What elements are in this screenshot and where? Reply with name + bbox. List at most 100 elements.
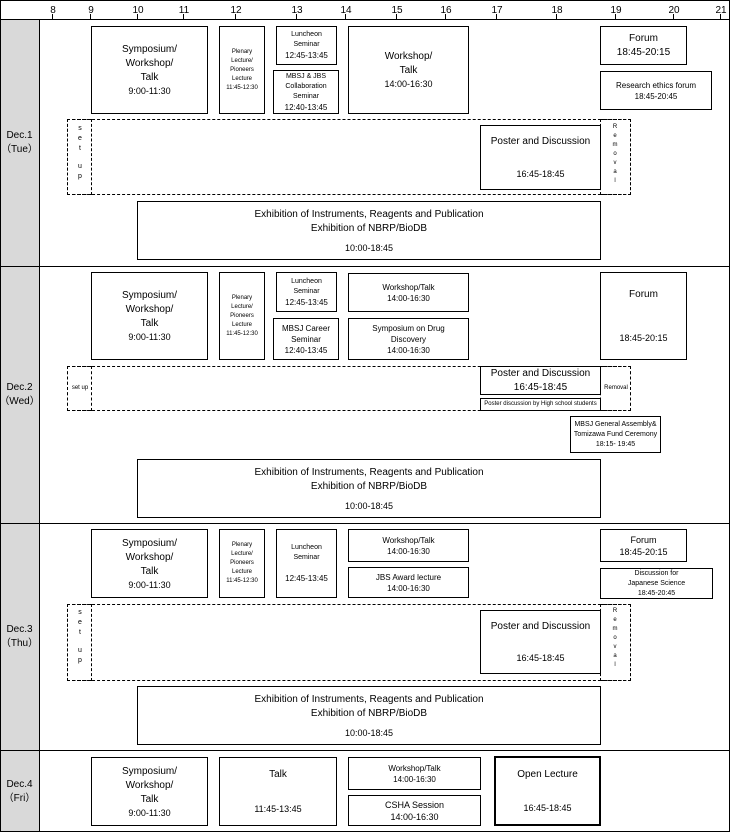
session-title: Talk <box>269 769 287 781</box>
session-plenary[interactable]: Plenary Lecture/ Pioneers Lecture 11:45-… <box>219 529 265 598</box>
session-time: 12:40-13:45 <box>284 345 328 355</box>
removal-char: l <box>614 178 616 184</box>
session-time: 11:45-12:30 <box>226 84 258 91</box>
time-header <box>0 0 730 20</box>
session-drug-discovery[interactable]: Symposium on Drug Discovery 14:00-16:30 <box>348 318 469 360</box>
session-time: 9:00-11:30 <box>128 332 171 342</box>
setup-char: e <box>78 135 82 142</box>
hour-tick: 12 <box>230 5 242 16</box>
session-time: 14:00-16:30 <box>387 345 430 355</box>
session-time: 14:00-16:30 <box>384 79 433 89</box>
session-plenary[interactable]: Plenary Lecture/ Pioneers Lecture 11:45-… <box>219 26 265 114</box>
session-workshop[interactable]: Workshop/ Talk 14:00-16:30 <box>348 26 469 114</box>
hour-tick-mark <box>445 14 446 20</box>
exhibition-line2: Exhibition of NBRP/BioDB <box>310 222 428 234</box>
hour-tick: 18 <box>551 5 563 16</box>
session-title: JBS Award lecture <box>375 572 442 582</box>
session-title: Luncheon Seminar <box>291 277 322 295</box>
removal-char: v <box>613 160 617 166</box>
session-workshop[interactable]: Workshop/Talk 14:00-16:30 <box>348 273 469 312</box>
session-ethics-forum[interactable]: Research ethics forum 18:45-20:45 <box>600 71 712 110</box>
session-title: Symposium on Drug Discovery <box>372 323 445 344</box>
session-poster[interactable]: Poster and Discussion 16:45-18:45 <box>480 125 601 190</box>
hour-tick-mark <box>296 14 297 20</box>
session-jbs-award[interactable]: JBS Award lecture 14:00-16:30 <box>348 567 469 598</box>
day-label-dec4: Dec.4 （Fri） <box>0 751 40 832</box>
removal-char: m <box>612 142 618 148</box>
setup-char: t <box>79 629 81 636</box>
setup-char: u <box>78 163 82 170</box>
hour-tick: 15 <box>391 5 403 16</box>
session-symposium[interactable]: Symposium/ Workshop/ Talk 9:00-11:30 <box>91 529 208 598</box>
session-time: 14:00-16:30 <box>387 293 430 303</box>
day-date: Dec.3 <box>6 624 33 635</box>
session-title: Poster and Discussion <box>490 367 591 379</box>
hour-tick: 9 <box>88 5 94 16</box>
setup-char: u <box>78 647 82 654</box>
session-workshop[interactable]: Workshop/Talk 14:00-16:30 <box>348 529 469 562</box>
session-title: Luncheon Seminar <box>291 31 322 48</box>
session-time: 14:00-16:30 <box>390 811 439 822</box>
session-symposium[interactable]: Symposium/ Workshop/ Talk 9:00-11:30 <box>91 26 208 114</box>
session-discussion-japanese-science[interactable]: Discussion for Japanese Science 18:45-20… <box>600 568 713 599</box>
session-time: 9:00-11:30 <box>128 579 171 590</box>
session-title: Symposium/ Workshop/ Talk <box>121 765 177 805</box>
removal-char: v <box>613 644 617 650</box>
session-time: 18:45-20:15 <box>616 46 671 58</box>
session-time: 16:45-18:45 <box>516 653 565 663</box>
session-title: Luncheon Seminar <box>291 544 322 561</box>
session-csha[interactable]: CSHA Session 14:00-16:30 <box>348 795 481 826</box>
session-title: Symposium/ Workshop/ Talk <box>121 44 177 83</box>
session-collaboration-seminar[interactable]: MBSJ & JBS Collaboration Seminar 12:40-1… <box>273 70 339 114</box>
session-time: 12:45-13:45 <box>285 574 328 583</box>
exhibition-box[interactable]: Exhibition of Instruments, Reagents and … <box>137 201 601 260</box>
setup-zone <box>67 119 92 195</box>
session-luncheon[interactable]: Luncheon Seminar 12:45-13:45 <box>276 529 337 598</box>
session-title: Workshop/ Talk <box>384 51 433 76</box>
hour-tick: 10 <box>132 5 144 16</box>
session-title: Plenary Lecture/ Pioneers Lecture <box>230 48 254 82</box>
removal-char: a <box>613 653 617 659</box>
session-luncheon[interactable]: Luncheon Seminar 12:45-13:45 <box>276 272 337 312</box>
session-highschool-poster[interactable]: Poster discussion by High school student… <box>480 398 601 411</box>
session-talk[interactable]: Talk 11:45-13:45 <box>219 757 337 826</box>
hour-tick: 20 <box>668 5 680 16</box>
exhibition-time: 10:00-18:45 <box>344 727 394 738</box>
session-career-seminar[interactable]: MBSJ Career Seminar 12:40-13:45 <box>273 318 339 360</box>
removal-char: R <box>612 608 618 614</box>
session-plenary[interactable]: Plenary Lecture/ Pioneers Lecture 11:45-… <box>219 272 265 360</box>
session-symposium[interactable]: Symposium/ Workshop/ Talk 9:00-11:30 <box>91 757 208 826</box>
session-time: 9:00-11:30 <box>128 807 171 818</box>
session-title: Forum <box>630 534 657 545</box>
session-title: Open Lecture <box>517 769 578 780</box>
hour-tick-mark <box>235 14 236 20</box>
exhibition-line2: Exhibition of NBRP/BioDB <box>310 480 428 492</box>
session-poster[interactable]: Poster and Discussion 16:45-18:45 <box>480 610 601 674</box>
session-title: Workshop/Talk <box>388 763 441 773</box>
exhibition-box[interactable]: Exhibition of Instruments, Reagents and … <box>137 686 601 745</box>
day-weekday: （Thu） <box>0 638 39 649</box>
hour-tick-mark <box>396 14 397 20</box>
day-label-dec1: Dec.1 （Tue） <box>0 20 40 266</box>
session-forum[interactable]: Forum 18:45-20:15 <box>600 26 687 65</box>
session-forum[interactable]: Forum 18:45-20:15 <box>600 272 687 360</box>
setup-text: set up <box>71 385 89 391</box>
session-symposium[interactable]: Symposium/ Workshop/ Talk 9:00-11:30 <box>91 272 208 360</box>
exhibition-box[interactable]: Exhibition of Instruments, Reagents and … <box>137 459 601 518</box>
session-poster[interactable]: Poster and Discussion 16:45-18:45 <box>480 366 601 395</box>
session-open-lecture[interactable]: Open Lecture 16:45-18:45 <box>494 756 601 826</box>
exhibition-time: 10:00-18:45 <box>344 242 394 253</box>
session-forum[interactable]: Forum 18:45-20:15 <box>600 529 687 562</box>
session-general-assembly[interactable]: MBSJ General Assembly& Tomizawa Fund Cer… <box>570 416 661 453</box>
hour-tick-mark <box>615 14 616 20</box>
setup-char: s <box>78 609 82 616</box>
session-title: Poster and Discussion <box>490 136 591 148</box>
session-title: MBSJ & JBS Collaboration Seminar <box>285 72 327 100</box>
session-title: Symposium/ Workshop/ Talk <box>121 290 177 329</box>
removal-char: o <box>613 151 617 157</box>
setup-char: p <box>78 173 82 180</box>
hour-tick-mark <box>556 14 557 20</box>
session-time: 11:45-12:30 <box>226 578 258 584</box>
session-workshop[interactable]: Workshop/Talk 14:00-16:30 <box>348 757 481 790</box>
session-luncheon[interactable]: Luncheon Seminar 12:45-13:45 <box>276 26 337 65</box>
